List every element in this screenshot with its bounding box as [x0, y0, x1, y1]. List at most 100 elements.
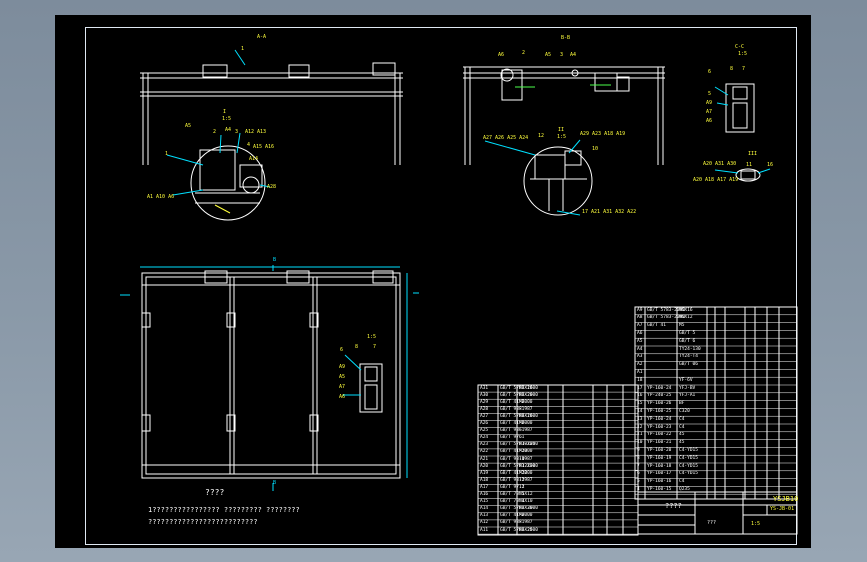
upper-table-cell: YP-160-21: [647, 440, 672, 446]
section-mark-b-top: B: [273, 257, 277, 263]
parts-table-cell: 10: [519, 456, 525, 462]
upper-table-cell: A4: [637, 346, 643, 352]
balloon-plan-8: 8: [355, 344, 359, 350]
parts-table-cell: M5X12: [519, 492, 533, 497]
upper-table-cell: YP-160-23: [647, 424, 672, 430]
parts-table-cell: GB/T 93-1987: [500, 456, 533, 462]
balloon-ii-right: A29 A23 A18 A19: [580, 131, 626, 137]
parts-table-cell: A24: [480, 435, 489, 441]
parts-table-cell: GB/T 41-2000: [500, 421, 533, 426]
balloon-ii-12: 12: [538, 133, 545, 139]
upper-table-cell: YP-160-19: [647, 455, 672, 461]
upper-table-cell: A9: [637, 307, 643, 313]
upper-table-cell: C320: [679, 408, 690, 414]
upper-table-cell: A8: [637, 315, 643, 321]
upper-table-cell: GB/T 6: [679, 338, 696, 344]
parts-table-cell: A12: [480, 520, 489, 526]
parts-table-cell: 6: [519, 428, 522, 434]
parts-table-cell: A16: [480, 492, 489, 497]
balloon-bb-2: 2: [522, 50, 526, 56]
balloon-cc-8: 8: [730, 66, 734, 72]
parts-table-cell: GB/T 97.1: [500, 484, 525, 490]
detail-ii-scale: 1:5: [557, 134, 567, 140]
detail-i: [166, 132, 271, 221]
parts-table-cell: A15: [480, 499, 489, 505]
parts-table-cell: A30: [480, 392, 489, 398]
upper-table-cell: GB/T 41: [647, 323, 666, 329]
parts-table-cell: GB/T 97.1: [500, 435, 525, 441]
upper-table-cell: 11: [637, 432, 643, 438]
drawing-sheet: A-A B-B C-C I 1:5 II 1:5 III 1:5 1 A6 2 …: [55, 15, 811, 548]
view-aa-frame: [140, 49, 403, 165]
balloon-ii-left: A27 A26 A25 A24: [483, 135, 529, 141]
parts-table-cell: A19: [480, 470, 489, 476]
upper-table-cell: C4: [679, 416, 685, 422]
title-label-b: ???: [707, 520, 717, 526]
parts-table-cell: GB/T 5783-2000: [500, 385, 538, 391]
parts-table-cell: A11: [480, 527, 489, 533]
balloon-i-a5: A5: [185, 123, 192, 129]
parts-table-cell: M8: [519, 399, 525, 405]
balloon-i-a15: A15 A16: [253, 144, 275, 150]
drawing-frame: [85, 27, 797, 545]
parts-table-cell: M10: [519, 449, 528, 455]
parts-table-cell: 6: [519, 435, 522, 441]
balloon-bb-3: A5: [545, 52, 552, 58]
parts-table-cell: 12: [519, 477, 525, 483]
balloon-i-a1: A1 A10 A6: [147, 194, 175, 200]
upper-table-cell: 14: [637, 408, 643, 414]
parts-table-cell: M6X25: [519, 527, 533, 533]
balloon-plan-a5: A5: [339, 374, 346, 380]
upper-table-cell: A1: [637, 369, 643, 375]
upper-table-cell: GB/T 06: [679, 362, 698, 368]
view-cc-scale: 1:5: [738, 51, 748, 57]
parts-table-cell: GB/T 5783-2000: [500, 392, 538, 398]
upper-table-cell: GB/T 5: [679, 330, 696, 336]
balloon-i-2: 2: [213, 129, 217, 135]
parts-table-cell: M4X10: [519, 499, 533, 505]
parts-table-cell: A18: [480, 477, 489, 483]
parts-table-cell: 12: [519, 484, 525, 490]
parts-table-cell: M8X16: [519, 385, 533, 391]
upper-table-cell: YP-160-22: [647, 432, 672, 438]
parts-table-cell: GB/T 41-2000: [500, 399, 533, 405]
upper-table-cell: TY24-T4: [679, 354, 698, 360]
parts-table-cell: M12X30: [519, 463, 536, 469]
parts-table-cell: 8: [519, 406, 522, 412]
parts-table-cell: A26: [480, 421, 489, 426]
title-label-a: ????: [665, 502, 682, 510]
upper-table-cell: C4-YD15: [679, 463, 698, 469]
parts-table-cell: A31: [480, 385, 489, 391]
upper-table-cell: YP-160-24: [647, 416, 672, 422]
balloon-i-4: 4: [247, 142, 251, 148]
upper-table-cell: 18: [637, 377, 643, 383]
upper-table-cell: 5: [637, 479, 640, 485]
upper-table-cell: TY24-130: [679, 346, 701, 352]
balloon-ii-bottom: 17 A21 A31 A32 A22: [582, 209, 637, 215]
balloon-i-3: 3: [235, 129, 239, 135]
parts-table-cell: GB/T 93-1987: [500, 406, 533, 412]
notes-heading: ????: [205, 488, 225, 497]
upper-table-cell: C4-YD15: [679, 471, 698, 477]
balloon-cc-a9: A9: [706, 100, 713, 106]
view-cc: [714, 83, 755, 133]
parts-table-cell: GB/T 5783-2000: [500, 527, 538, 533]
upper-table-cell: YP-160-25: [647, 408, 672, 414]
parts-table-cell: A20: [480, 463, 489, 469]
parts-table-cell: GB/T 41-2000: [500, 449, 533, 455]
upper-table-cell: A6: [637, 330, 643, 336]
title-sheet-scale: 1:5: [751, 521, 761, 527]
upper-table-cell: 13: [637, 416, 643, 422]
parts-table-cell: GB/T 5783-2000: [500, 463, 538, 469]
upper-table-cell: M5: [679, 323, 685, 329]
title-drawing-no: YS-JB-01: [770, 506, 795, 512]
balloon-cc-6: 6: [708, 69, 712, 75]
parts-table-grid: [477, 384, 639, 536]
balloon-i-a4: A4: [225, 127, 232, 133]
upper-table-cell: YF-6V: [679, 377, 693, 383]
balloon-bb-1: A6: [498, 52, 505, 58]
notes-line-2: ??????????????????????????: [148, 518, 258, 526]
upper-table-cell: 7: [637, 463, 640, 469]
upper-table-cell: 12: [637, 424, 643, 430]
parts-table-cell: A14: [480, 506, 489, 512]
